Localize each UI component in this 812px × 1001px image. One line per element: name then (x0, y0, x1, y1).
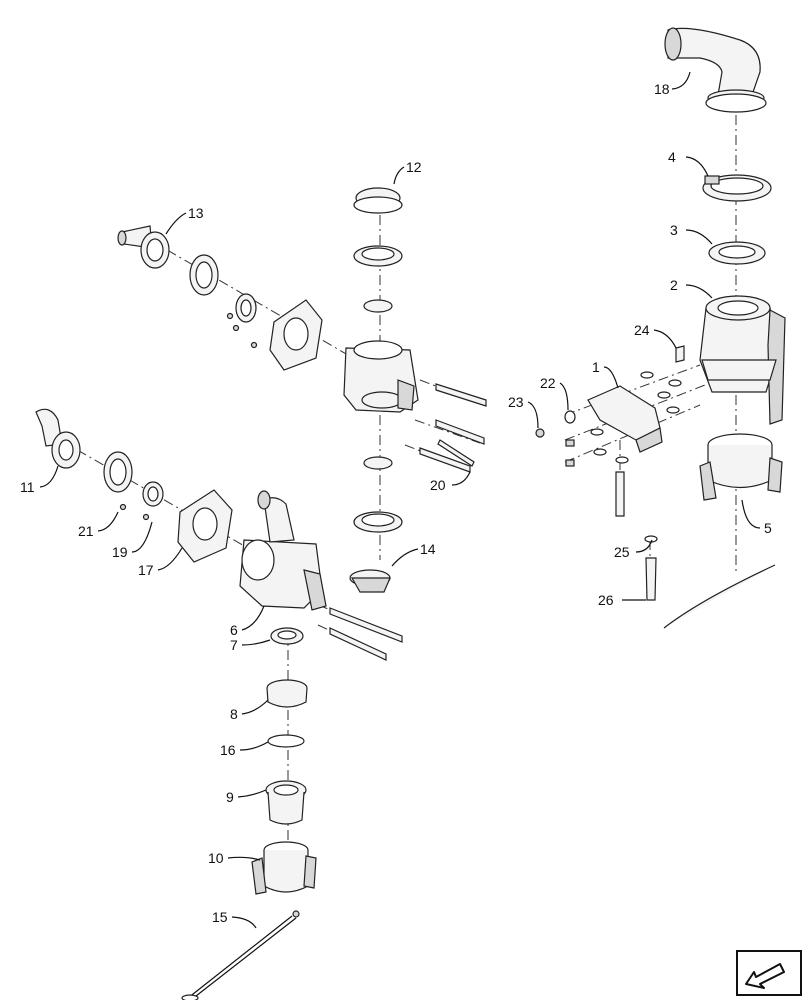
part-7-gasket (270, 627, 304, 645)
part-2-valve-body (699, 295, 786, 425)
part-8-clamp-ring (266, 679, 308, 708)
callout-5: 5 (764, 520, 772, 536)
right-hardware-group (535, 345, 776, 629)
callout-19: 19 (112, 544, 128, 560)
upper-flange-gasket (226, 299, 323, 371)
callout-9: 9 (226, 789, 234, 805)
callout-18: 18 (654, 81, 670, 97)
callout-7: 7 (230, 637, 238, 653)
callout-25: 25 (614, 544, 630, 560)
part-11-elbow-barb (35, 408, 81, 469)
callout-10: 10 (208, 850, 224, 866)
callout-1: 1 (592, 359, 600, 375)
part-4-clamp-ring (702, 174, 772, 202)
leader-lines (39, 71, 761, 929)
callout-17: 17 (138, 562, 154, 578)
part-14-outlet-elbow (349, 569, 391, 593)
callout-13: 13 (188, 205, 204, 221)
callout-11: 11 (20, 479, 35, 495)
assembly-bolts (329, 383, 487, 661)
part-1-bracket (587, 385, 663, 453)
next-page-arrow-button[interactable] (736, 950, 802, 996)
part-3-gasket (708, 241, 766, 265)
callout-23: 23 (508, 394, 524, 410)
part-9-adapter (265, 780, 307, 825)
part-13-hose-barb (117, 225, 170, 269)
part-5-coupler (699, 433, 783, 501)
center-clamp-rings (353, 245, 403, 533)
callout-26: 26 (598, 592, 614, 608)
callout-2: 2 (670, 277, 678, 293)
callout-14: 14 (420, 541, 436, 557)
callout-16: 16 (220, 742, 236, 758)
part-16-retaining-ring (267, 734, 305, 748)
next-page-arrow-icon (736, 950, 802, 996)
part-12-cap (353, 187, 403, 214)
part-15-lanyard-pin (181, 910, 300, 1000)
part-18-elbow-fitting (664, 27, 767, 113)
callout-8: 8 (230, 706, 238, 722)
callout-12: 12 (406, 159, 422, 175)
center-tee-valve (343, 340, 419, 413)
callout-4: 4 (668, 149, 676, 165)
callout-6: 6 (230, 622, 238, 638)
callout-22: 22 (540, 375, 556, 391)
part-10-cam-lock-coupler (251, 841, 317, 895)
callout-3: 3 (670, 222, 678, 238)
callout-15: 15 (212, 909, 228, 925)
part-6-valve-body (239, 490, 327, 611)
part-17-flange-gasket (177, 489, 233, 563)
upper-left-clamp (189, 254, 257, 323)
lower-left-clamp (103, 451, 164, 521)
callout-24: 24 (634, 322, 650, 338)
callout-labels: 18 4 3 2 1 24 22 23 5 25 26 12 13 14 20 … (20, 81, 772, 925)
callout-20: 20 (430, 477, 446, 493)
callout-21: 21 (78, 523, 94, 539)
